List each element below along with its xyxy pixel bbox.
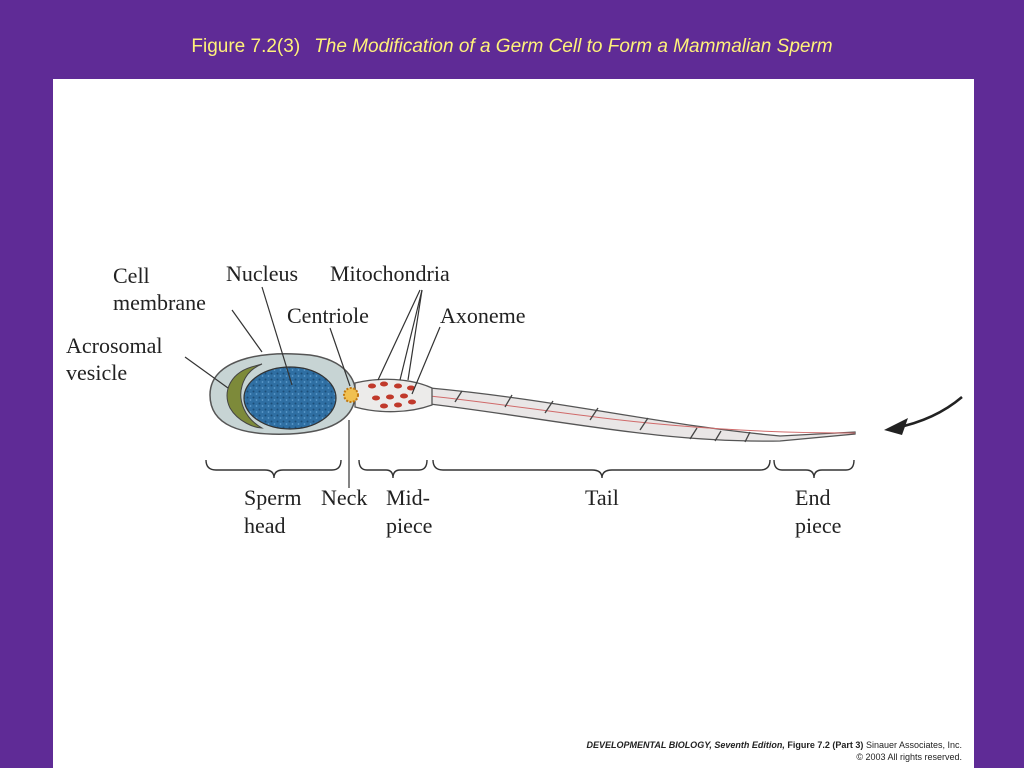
label-membrane: membrane bbox=[113, 290, 206, 315]
label-axoneme: Axoneme bbox=[440, 303, 526, 328]
sperm-midpiece bbox=[354, 378, 433, 413]
nucleus-shape bbox=[243, 366, 337, 430]
credit-book: DEVELOPMENTAL BIOLOGY, Seventh Edition, bbox=[586, 740, 785, 750]
section-neck: Neck bbox=[321, 485, 367, 510]
label-nucleus: Nucleus bbox=[226, 261, 298, 286]
centriole-shape bbox=[343, 387, 359, 403]
label-acrosomal: Acrosomal bbox=[66, 333, 163, 358]
section-head: head bbox=[244, 513, 286, 538]
credit-publisher: Sinauer Associates, Inc. bbox=[865, 740, 962, 750]
figure-number: Figure 7.2(3) bbox=[191, 36, 301, 57]
sperm-diagram: Cell membrane Nucleus Mitochondria Centr… bbox=[66, 261, 963, 538]
credit-line: DEVELOPMENTAL BIOLOGY, Seventh Edition, … bbox=[587, 739, 962, 763]
figure-panel bbox=[53, 79, 974, 768]
section-braces bbox=[205, 459, 855, 479]
label-mitochondria: Mitochondria bbox=[330, 261, 450, 286]
figure-caption: The Modification of a Germ Cell to Form … bbox=[314, 36, 833, 57]
section-sperm: Sperm bbox=[244, 485, 301, 510]
sperm-head bbox=[209, 353, 359, 435]
section-piece: piece bbox=[386, 513, 432, 538]
credit-figure: Figure 7.2 (Part 3) bbox=[787, 740, 864, 750]
acrosomal-vesicle-shape bbox=[226, 363, 264, 429]
direction-arrow bbox=[884, 396, 963, 435]
label-vesicle: vesicle bbox=[66, 360, 127, 385]
slide-title: Figure 7.2(3) The Modification of a Germ … bbox=[0, 36, 1024, 58]
section-mid: Mid- bbox=[386, 485, 430, 510]
label-cell: Cell bbox=[113, 263, 150, 288]
section-end-piece: piece bbox=[795, 513, 841, 538]
credit-copyright: © 2003 All rights reserved. bbox=[856, 752, 962, 762]
label-centriole: Centriole bbox=[287, 303, 369, 328]
sperm-tail bbox=[429, 387, 856, 443]
section-tail: Tail bbox=[585, 485, 619, 510]
section-end: End bbox=[795, 485, 830, 510]
leader-lines bbox=[184, 286, 441, 488]
